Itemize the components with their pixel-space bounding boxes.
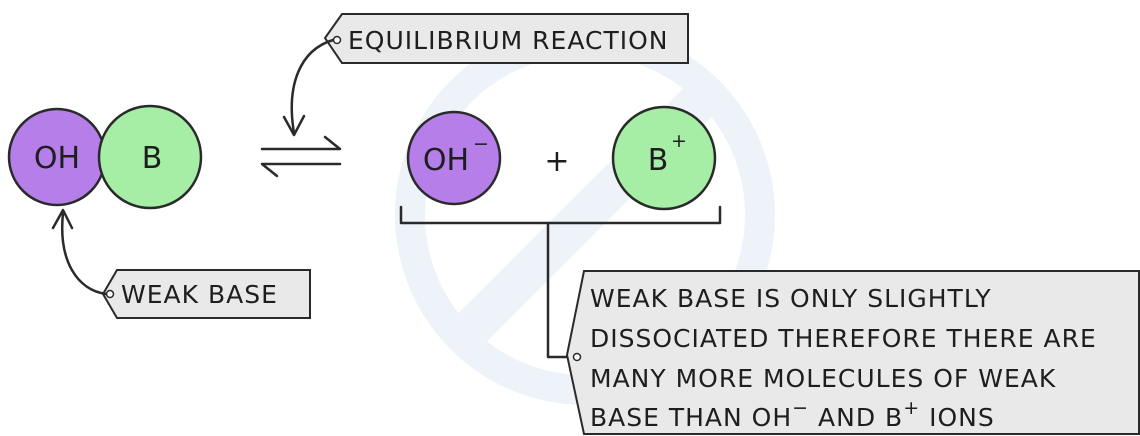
weak-base-molecule: OH B <box>7 104 203 210</box>
cation-charge: + <box>671 130 687 152</box>
cation-ion: B + <box>611 105 717 211</box>
hydroxide-ion: OH − <box>406 110 502 206</box>
cation-label: B <box>648 143 669 178</box>
weak-base-tag-label: WEAK BASE <box>121 280 278 309</box>
note-line-4-end: IONS <box>920 403 995 432</box>
weak-base-tag: WEAK BASE <box>101 269 311 319</box>
note-line-4-start: BASE THAN OH <box>590 403 792 432</box>
equilibrium-tag: EQUILIBRIUM REACTION <box>323 13 689 64</box>
note-line-4: BASE THAN OH− AND B+ IONS <box>590 397 995 432</box>
equilibrium-harpoons-icon <box>260 135 342 178</box>
cation-atom <box>611 105 717 211</box>
b-atom-label: B <box>142 141 163 176</box>
hydroxide-charge: − <box>473 133 489 155</box>
equilibrium-arrow-icon <box>282 38 335 137</box>
note-line-3: MANY MORE MOLECULES OF WEAK <box>590 364 1056 393</box>
plus-sign: + <box>544 144 569 179</box>
note-line-2: DISSOCIATED THEREFORE THERE ARE <box>590 324 1097 353</box>
equilibrium-tag-label: EQUILIBRIUM REACTION <box>348 26 668 55</box>
hydroxide-atom <box>406 110 502 206</box>
weak-base-arrow-icon <box>51 208 108 296</box>
product-bracket <box>399 205 722 359</box>
hydroxide-label: OH <box>423 143 469 178</box>
note-line-4-middle: AND B <box>809 403 903 432</box>
note-hydroxide-charge: − <box>792 397 809 419</box>
note-cation-charge: + <box>903 397 920 419</box>
note-line-1: WEAK BASE IS ONLY SLIGHTLY <box>590 284 992 313</box>
explanation-note: WEAK BASE IS ONLY SLIGHTLY DISSOCIATED T… <box>565 270 1140 435</box>
oh-atom-label: OH <box>34 141 80 176</box>
b-atom <box>97 104 203 210</box>
